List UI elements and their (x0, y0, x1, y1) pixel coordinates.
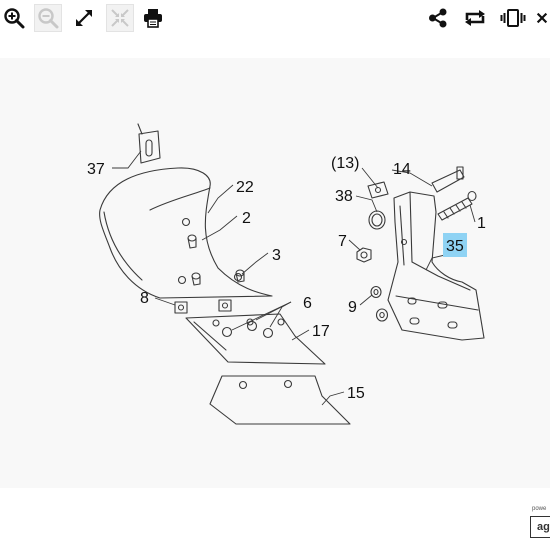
part-1-bolt (437, 190, 477, 221)
part-15-plate (209, 375, 351, 425)
part-9-washers (370, 285, 389, 322)
parts-diagram-canvas[interactable]: 37 22 2 3 8 6 17 15 (13) 14 38 1 7 35 9 (0, 58, 550, 488)
part-38-ring (368, 210, 386, 230)
expand-icon (76, 10, 92, 26)
part-37-strap (137, 123, 161, 164)
share-button[interactable] (424, 4, 452, 32)
print-icon (144, 9, 162, 28)
label-7[interactable]: 7 (338, 233, 347, 250)
share-icon (429, 8, 447, 28)
fullscreen-button[interactable] (70, 4, 98, 32)
viewer-toolbar (0, 0, 550, 40)
leader-lines (112, 150, 476, 406)
part-6-bolts (221, 320, 274, 339)
part-7-nut (356, 247, 372, 263)
close-button[interactable] (534, 4, 550, 32)
zoom-out-button[interactable] (34, 4, 62, 32)
part-14-pin (431, 166, 465, 193)
highlight-part-35 (443, 233, 467, 257)
label-35[interactable]: 35 (446, 238, 464, 255)
label-3[interactable]: 3 (272, 247, 281, 264)
rotate-icon (465, 10, 485, 26)
label-8[interactable]: 8 (140, 290, 149, 307)
part-22-mouldboard (99, 167, 273, 299)
powered-by-text: powe (532, 506, 547, 512)
part-3-bolts (191, 269, 245, 286)
label-15[interactable]: 15 (347, 385, 365, 402)
part-13-clip (367, 181, 389, 199)
part-35-frog (387, 191, 485, 341)
label-13[interactable]: (13) (331, 155, 359, 172)
rotate-button[interactable] (461, 4, 489, 32)
print-button[interactable] (139, 4, 167, 32)
label-1[interactable]: 1 (477, 215, 486, 232)
part-8-washers (174, 299, 232, 314)
zoom-out-icon (38, 8, 59, 29)
fit-button[interactable] (106, 4, 134, 32)
vibrate-button[interactable] (499, 4, 527, 32)
zoom-in-button[interactable] (0, 4, 28, 32)
label-14[interactable]: 14 (393, 161, 411, 178)
close-icon (536, 12, 548, 24)
vibrate-icon (500, 9, 526, 27)
label-17[interactable]: 17 (312, 323, 330, 340)
part-2-bolt (187, 234, 197, 249)
part-17-share (185, 313, 326, 365)
label-9[interactable]: 9 (348, 299, 357, 316)
brand-badge[interactable]: ag (530, 516, 550, 538)
label-37[interactable]: 37 (87, 161, 105, 178)
label-2[interactable]: 2 (242, 210, 251, 227)
zoom-in-icon (4, 8, 25, 29)
fit-icon (111, 9, 129, 27)
label-22[interactable]: 22 (236, 179, 254, 196)
label-6[interactable]: 6 (303, 295, 312, 312)
parts-diagram: 37 22 2 3 8 6 17 15 (13) 14 38 1 7 35 9 (87, 123, 486, 425)
label-38[interactable]: 38 (335, 188, 353, 205)
